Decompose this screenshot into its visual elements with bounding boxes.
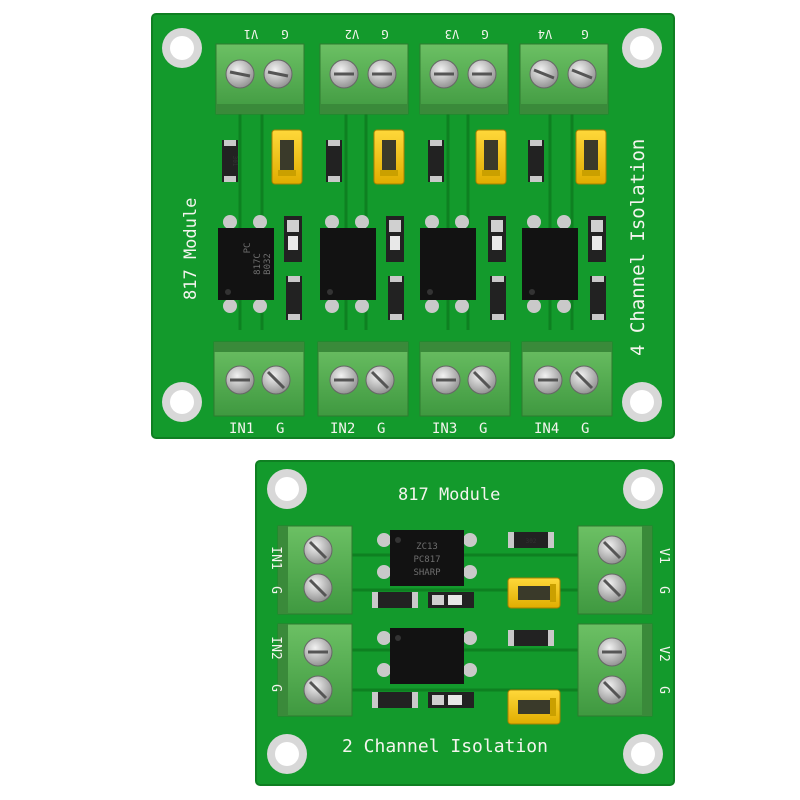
bottom-pin-label-g4: G xyxy=(581,421,589,437)
left-pin-label-g2: G xyxy=(268,684,283,692)
top-pin-label-g1: G xyxy=(281,27,288,41)
bottom-pin-label-in2: IN2 xyxy=(330,421,355,437)
left-pin-label-in2: IN2 xyxy=(268,636,283,659)
right-pin-label-g1: G xyxy=(656,586,671,594)
right-pin-label-v2: V2 xyxy=(656,646,671,662)
top-pin-labels: V1 G V2 G V3 G V4 G xyxy=(244,27,589,41)
svg-text:PC: PC xyxy=(243,243,253,254)
bottom-pin-label-g3: G xyxy=(479,421,487,437)
left-terminal-blocks xyxy=(277,525,353,717)
top-pin-label-v4: V4 xyxy=(538,27,552,41)
svg-text:B032: B032 xyxy=(263,253,273,275)
module-label-4ch: 817 Module xyxy=(181,198,201,300)
top-pin-label-g3: G xyxy=(481,27,488,41)
optocouplers-2ch: ZC13 PC817 SHARP xyxy=(377,530,477,684)
top-pin-label-v3: V3 xyxy=(445,27,459,41)
top-terminal-blocks xyxy=(215,43,609,115)
bottom-pin-label-in4: IN4 xyxy=(534,421,559,437)
jumpers-2ch xyxy=(507,577,561,725)
optocouplers-4ch: PC 817C B032 xyxy=(218,215,578,313)
svg-text:817C: 817C xyxy=(253,253,263,275)
channel-label-2ch: 2 Channel Isolation xyxy=(342,736,548,757)
top-pin-label-g2: G xyxy=(381,27,388,41)
right-pin-label-g2: G xyxy=(656,686,671,694)
left-pin-label-in1: IN1 xyxy=(268,546,283,569)
bottom-pin-label-in3: IN3 xyxy=(432,421,457,437)
svg-text:301: 301 xyxy=(231,156,238,167)
svg-text:ZC13: ZC13 xyxy=(416,542,438,552)
top-pin-label-v2: V2 xyxy=(345,27,359,41)
bottom-pin-label-in1: IN1 xyxy=(229,421,254,437)
pcb-2ch xyxy=(255,460,675,786)
right-terminal-blocks xyxy=(577,525,653,717)
leds-4ch xyxy=(284,216,606,320)
right-pin-label-v1: V1 xyxy=(656,548,671,564)
resistors-2ch: 302 xyxy=(372,532,554,708)
leds-2ch xyxy=(428,592,474,708)
svg-text:PC817: PC817 xyxy=(413,555,440,565)
right-pin-labels: V1 G V2 G xyxy=(656,548,671,694)
module-label-2ch: 817 Module xyxy=(398,485,500,505)
mounting-holes-4ch xyxy=(162,28,662,422)
channel-label-4ch: 4 Channel Isolation xyxy=(627,139,649,356)
mounting-holes-2ch xyxy=(267,469,663,774)
svg-text:302: 302 xyxy=(526,538,537,545)
top-pin-label-g4: G xyxy=(581,27,588,41)
left-pin-labels: IN1 G IN2 G xyxy=(268,546,283,692)
pcb-4ch xyxy=(151,13,675,439)
left-pin-label-g1: G xyxy=(268,586,283,594)
bottom-pin-label-g2: G xyxy=(377,421,385,437)
jumpers-4ch xyxy=(271,129,607,185)
board-2-channel: 817 Module IN1 G IN2 G V1 G V2 G xyxy=(255,460,675,786)
top-pin-label-v1: V1 xyxy=(244,27,258,41)
board-4-channel: V1 G V2 G V3 G V4 G 301 xyxy=(151,13,675,439)
bottom-terminal-blocks xyxy=(213,341,613,417)
bottom-pin-labels: IN1 G IN2 G IN3 G IN4 G xyxy=(229,421,589,437)
resistors-top-4ch: 301 xyxy=(222,140,544,182)
bottom-pin-label-g1: G xyxy=(276,421,284,437)
svg-text:SHARP: SHARP xyxy=(413,568,441,578)
